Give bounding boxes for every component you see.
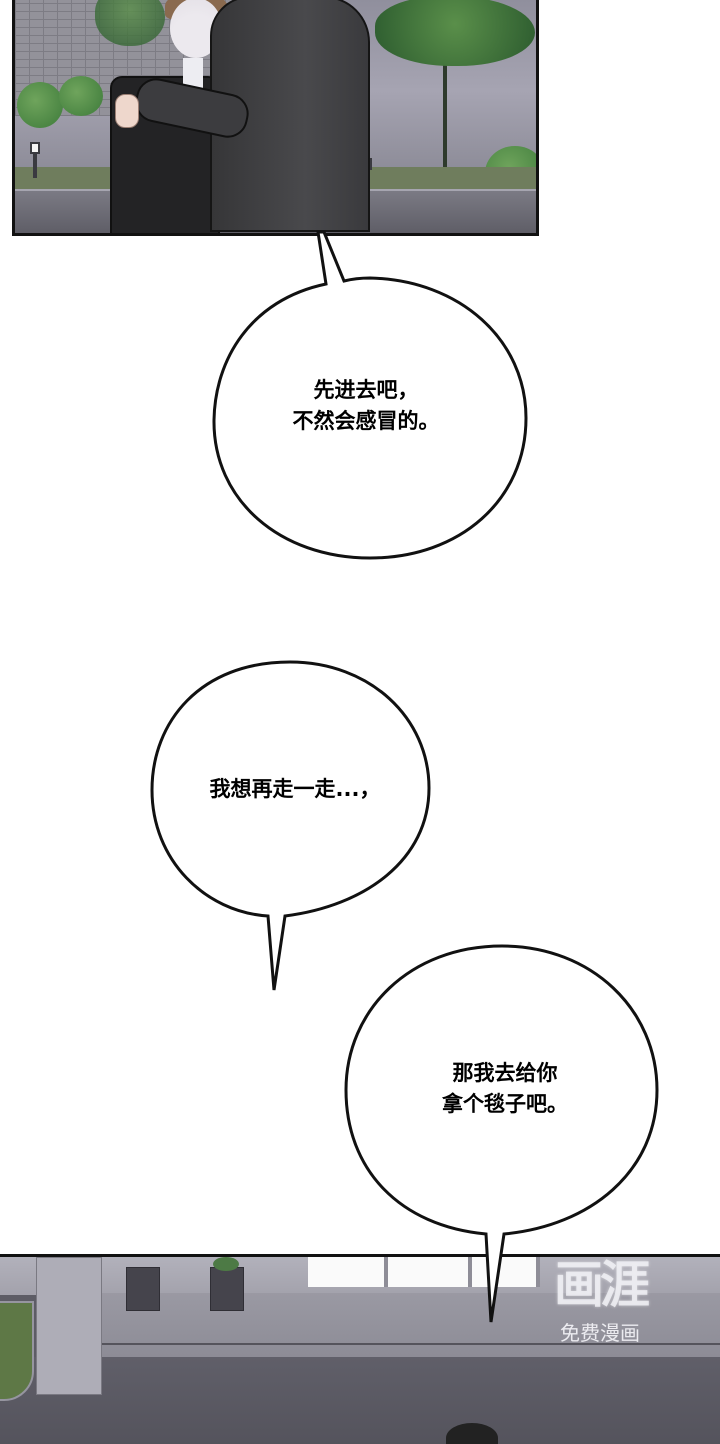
speech-bubble-2-text: 我想再走一走...， — [209, 777, 381, 801]
tree-right-trunk — [443, 26, 447, 186]
top-panel — [12, 0, 539, 236]
glass-door — [388, 1257, 472, 1287]
driveway — [0, 1357, 720, 1444]
plant — [213, 1257, 239, 1271]
speech-bubble-1-text: 先进去吧， 不然会感冒的。 — [292, 378, 440, 433]
character-hair — [446, 1423, 498, 1444]
character-hand — [115, 94, 139, 128]
glass-door — [308, 1257, 388, 1287]
watermark-subtitle: 免费漫画 — [560, 1321, 640, 1345]
street-lamp-light — [30, 142, 40, 154]
tree-left-crown — [95, 0, 165, 46]
watermark-logo: 画涯 — [554, 1256, 650, 1314]
pillar — [36, 1257, 102, 1395]
planter — [126, 1267, 160, 1311]
bush — [17, 82, 63, 128]
step-edge — [96, 1343, 720, 1345]
speech-bubble-3-text: 那我去给你 拿个毯子吧。 — [442, 1061, 568, 1116]
lawn — [0, 1301, 34, 1401]
speech-bubble-2 — [150, 660, 431, 991]
tree-right-crown — [375, 0, 535, 66]
glass-door — [472, 1257, 540, 1287]
bush — [59, 76, 103, 116]
watermark: 画涯 免费漫画 — [540, 1256, 660, 1356]
planter — [210, 1267, 244, 1311]
street-lamp — [33, 152, 37, 178]
